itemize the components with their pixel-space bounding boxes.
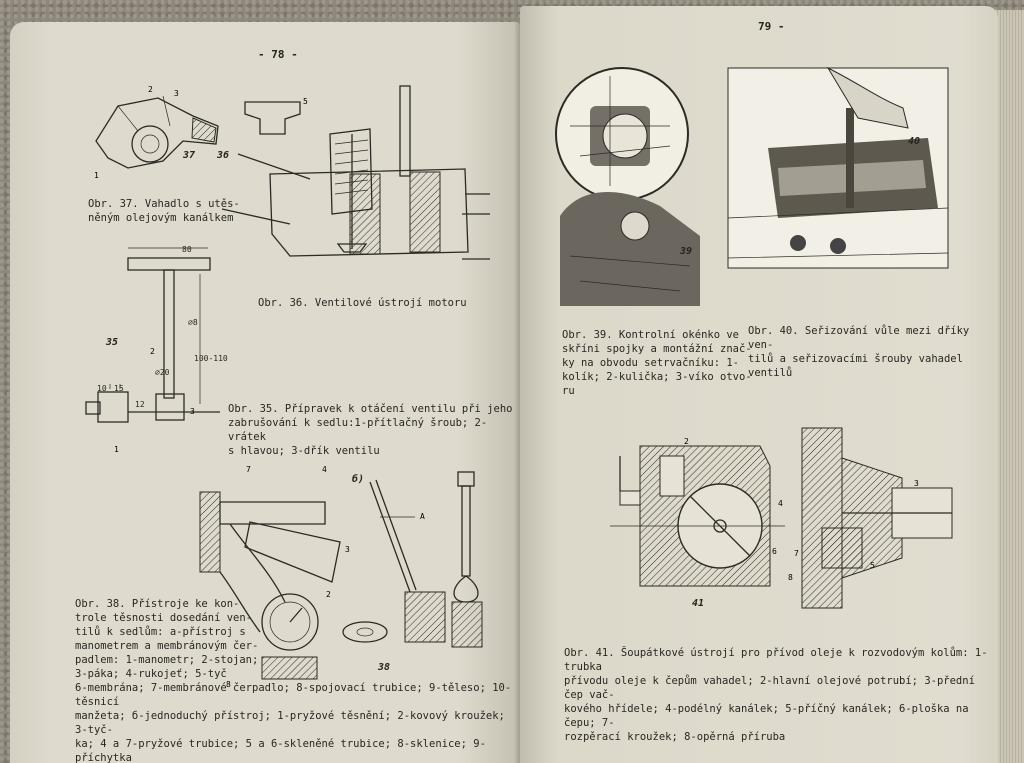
caption-figure-37: Obr. 37. Vahadlo s utěs- něným olejovým … xyxy=(88,198,240,224)
figure-40-valve-clearance xyxy=(727,66,949,269)
figure-36-label: 36 xyxy=(217,150,230,161)
figure-40-label: 40 xyxy=(908,136,921,147)
svg-text:8: 8 xyxy=(788,573,793,582)
caption-figure-41: Obr. 41. Šoupátkové ústrojí pro přívod o… xyxy=(564,647,988,743)
caption-figure-38-part1: Obr. 38. Přístroje ke kon- trole těsnost… xyxy=(75,598,259,680)
svg-text:8: 8 xyxy=(226,680,231,689)
svg-text:7: 7 xyxy=(794,549,799,558)
figure-41-oil-slide-valve: 2 4 6 xyxy=(610,437,785,587)
figure-37-rocker-arm: 1 2 3 xyxy=(94,85,219,180)
dim-12: 12 xyxy=(135,400,145,409)
svg-text:3: 3 xyxy=(174,89,179,98)
svg-text:2: 2 xyxy=(150,347,155,356)
svg-text:1: 1 xyxy=(114,445,119,454)
svg-text:6: 6 xyxy=(772,547,777,556)
right-page-number: 79 - xyxy=(758,20,785,33)
figure-37-label: 37 xyxy=(183,150,196,161)
svg-text:5: 5 xyxy=(303,97,308,106)
dim-10: 10 xyxy=(97,384,107,393)
caption-figure-35: Obr. 35. Přípravek k otáčení ventilu při… xyxy=(228,403,513,457)
dim-15: 15 xyxy=(114,384,124,393)
svg-text:2: 2 xyxy=(326,590,331,599)
caption-figure-38-part2: 6-membrána; 7-membránové čerpadlo; 8-spo… xyxy=(75,682,512,763)
figure-41-label: 41 xyxy=(692,598,705,609)
svg-text:2: 2 xyxy=(148,85,153,94)
svg-text:5: 5 xyxy=(870,561,875,570)
svg-text:2: 2 xyxy=(684,437,689,446)
svg-text:1: 1 xyxy=(94,171,99,180)
caption-figure-40: Obr. 40. Seřizování vůle mezi dříky ven-… xyxy=(748,325,970,379)
dim-80: 80 xyxy=(182,245,192,254)
caption-figure-36: Obr. 36. Ventilové ústrojí motoru xyxy=(258,297,467,309)
svg-text:3: 3 xyxy=(914,479,919,488)
figure-36-valve-gear: 5 xyxy=(221,85,490,260)
svg-text:4: 4 xyxy=(322,465,327,474)
figure-39-clutch-window xyxy=(555,67,700,306)
left-page-number: - 78 - xyxy=(258,48,298,61)
figure-35-label: 35 xyxy=(106,337,119,348)
svg-text:3: 3 xyxy=(190,407,195,416)
figure-35-valve-tool: 2 3 1 xyxy=(85,247,220,454)
svg-text:7: 7 xyxy=(246,465,251,474)
figure-38a-gauge-apparatus: 4 3 2 7 8 xyxy=(199,465,350,689)
figure-39-label: 39 xyxy=(680,246,693,257)
figure-38b-label: б) xyxy=(352,474,365,485)
svg-text:4: 4 xyxy=(778,499,783,508)
dim-8: ⌀8 xyxy=(188,318,198,327)
svg-text:3: 3 xyxy=(345,545,350,554)
dim-110: 100-110 xyxy=(194,354,228,363)
caption-figure-39: Obr. 39. Kontrolní okénko ve skříni spoj… xyxy=(562,329,752,397)
svg-text:A: A xyxy=(420,512,425,521)
figure-38-label: 38 xyxy=(378,662,391,673)
right-page: 79 - 39 Obr. 39. Kontrolní okénko ve skř… xyxy=(520,6,998,763)
dim-20: ⌀20 xyxy=(155,368,170,377)
figure-41-cross-section: 3 7 8 5 xyxy=(788,427,953,609)
figure-38b-simple-device: A xyxy=(342,471,483,648)
